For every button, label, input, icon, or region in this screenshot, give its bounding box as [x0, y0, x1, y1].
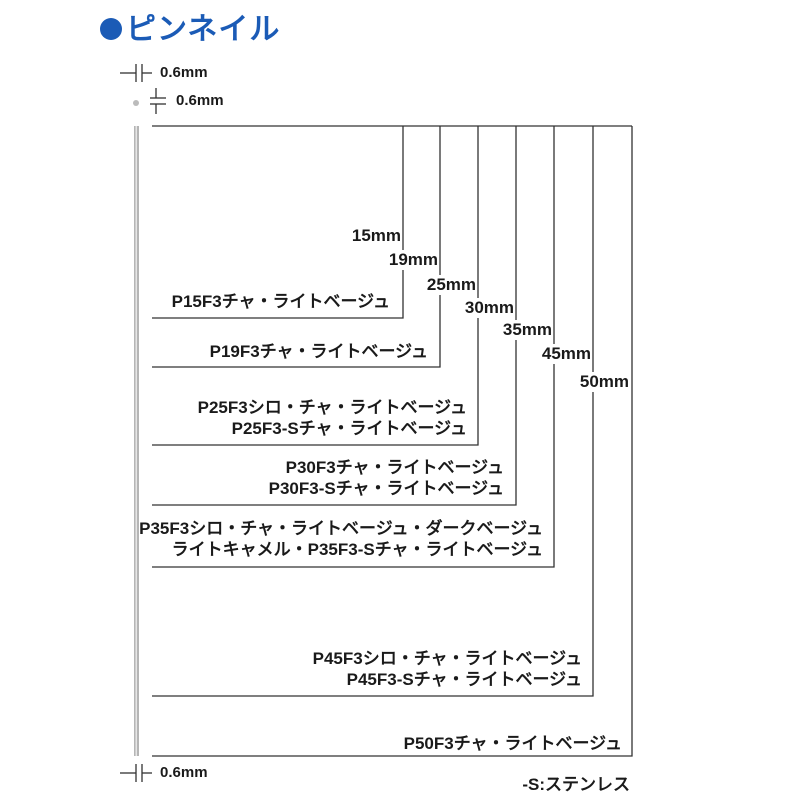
- length-label-25mm: 25mm: [425, 275, 477, 295]
- product-label-25mm: P25F3シロ・チャ・ライトベージュ P25F3-Sチャ・ライトベージュ: [198, 397, 467, 439]
- bracket-35mm: [152, 126, 555, 568]
- bracket-15mm: [152, 126, 404, 319]
- product-line: P30F3チャ・ライトベージュ: [285, 458, 504, 477]
- length-label-50mm: 50mm: [578, 372, 630, 392]
- product-label-19mm: P19F3チャ・ライトベージュ: [210, 341, 428, 362]
- bracket-50mm: [152, 126, 633, 757]
- length-label-19mm: 19mm: [387, 250, 439, 270]
- bracket-19mm: [152, 126, 441, 368]
- product-line: P25F3シロ・チャ・ライトベージュ: [197, 398, 467, 417]
- product-label-50mm: P50F3チャ・ライトベージュ: [404, 733, 622, 754]
- length-label-45mm: 45mm: [540, 344, 592, 364]
- bracket-45mm: [152, 126, 594, 697]
- page-title: ピンネイル: [100, 4, 280, 48]
- product-line: P19F3チャ・ライトベージュ: [209, 342, 428, 361]
- product-label-45mm: P45F3シロ・チャ・ライトベージュ P45F3-Sチャ・ライトベージュ: [313, 648, 582, 690]
- head-height-label: 0.6mm: [176, 92, 224, 109]
- product-line: ライトキャメル・P35F3-Sチャ・ライトベージュ: [171, 540, 543, 559]
- length-label-35mm: 35mm: [501, 320, 553, 340]
- product-line: P15F3チャ・ライトベージュ: [171, 292, 390, 311]
- product-label-35mm: P35F3シロ・チャ・ライトベージュ・ダークベージュ ライトキャメル・P35F3…: [139, 518, 543, 560]
- product-label-15mm: P15F3チャ・ライトベージュ: [172, 291, 390, 312]
- product-line: P45F3-Sチャ・ライトベージュ: [346, 670, 582, 689]
- shank-label: 0.6mm: [160, 764, 208, 781]
- product-line: P30F3-Sチャ・ライトベージュ: [268, 479, 504, 498]
- product-label-30mm: P30F3チャ・ライトベージュ P30F3-Sチャ・ライトベージュ: [269, 457, 504, 499]
- product-line: P50F3チャ・ライトベージュ: [403, 734, 622, 753]
- title-text: ピンネイル: [126, 13, 281, 46]
- bullet-icon: [100, 18, 122, 40]
- bracket-30mm: [152, 126, 517, 506]
- pin-head-dot: [133, 100, 139, 106]
- bracket-25mm: [152, 126, 479, 446]
- length-label-30mm: 30mm: [463, 298, 515, 318]
- product-line: P45F3シロ・チャ・ライトベージュ: [312, 649, 582, 668]
- stainless-legend-note: -S:ステンレス: [522, 775, 630, 794]
- head-width-label: 0.6mm: [160, 64, 208, 81]
- product-line: P25F3-Sチャ・ライトベージュ: [231, 419, 467, 438]
- length-label-15mm: 15mm: [350, 226, 402, 246]
- product-line: P35F3シロ・チャ・ライトベージュ・ダークベージュ: [139, 519, 543, 538]
